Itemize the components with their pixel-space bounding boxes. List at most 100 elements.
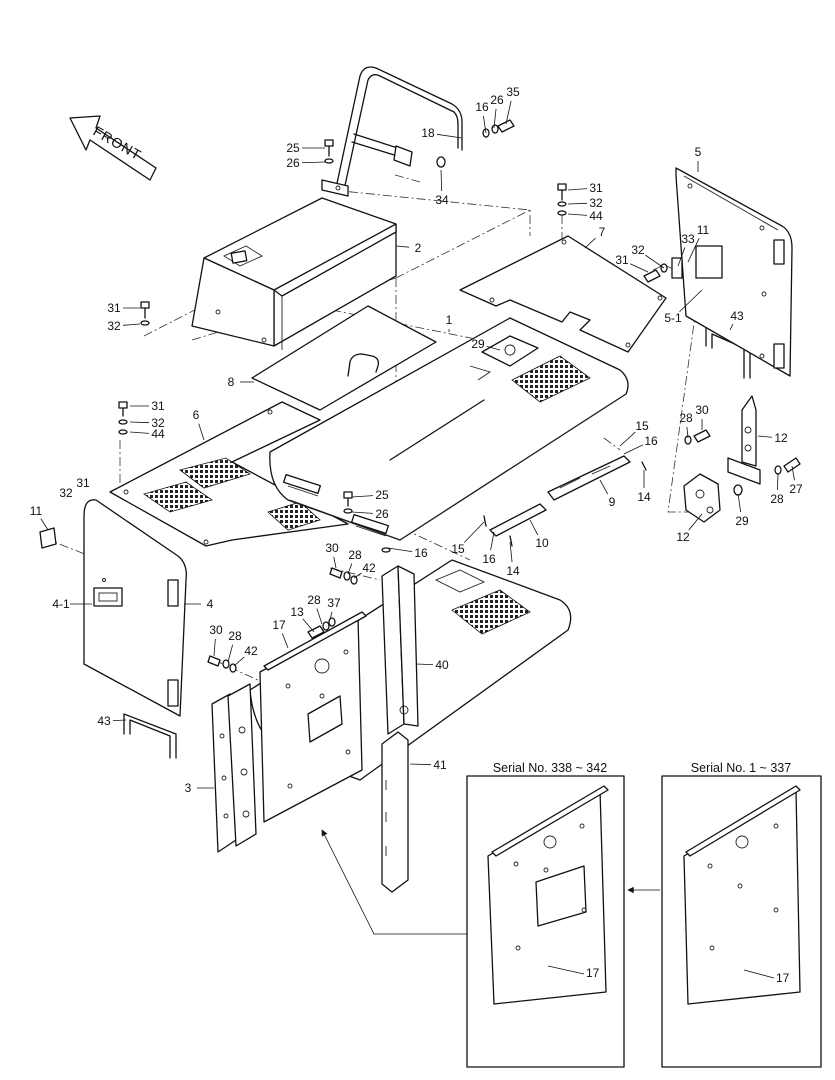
callout-leader-13 [687, 237, 700, 263]
callout-leader-51 [353, 572, 362, 579]
callout-label-60: 42 [244, 644, 258, 658]
callout-label-13: 11 [697, 223, 710, 237]
latch-part-12-upper [727, 395, 761, 485]
callout-leader-40 [791, 465, 795, 481]
callout-label-7: 2 [415, 241, 422, 255]
callout-leader-30 [619, 431, 636, 447]
callout-label-33: 31 [76, 476, 90, 490]
hinge-rail-part-9 [547, 455, 631, 501]
bolt-14-right [641, 461, 647, 471]
callout-label-35: 11 [30, 504, 43, 518]
callout-label-26: 32 [151, 416, 165, 430]
callout-leader-2 [482, 115, 487, 134]
callout-leader-10 [567, 213, 588, 216]
callout-label-42: 29 [735, 514, 749, 528]
nut-34 [436, 156, 446, 168]
callout-leader-11 [584, 237, 596, 249]
door-frame-part-40 [381, 565, 419, 735]
front-arrow: FRONT [69, 115, 157, 181]
callout-label-54: 13 [290, 605, 304, 619]
callout-leader-60 [233, 656, 245, 667]
hood-hinges [282, 473, 390, 537]
callout-label-28: 28 [679, 411, 693, 425]
callout-leader-15 [645, 254, 665, 269]
bolt-31-32-left [140, 301, 150, 326]
callout-leader-31 [623, 444, 644, 455]
callout-label-27: 44 [151, 427, 165, 441]
bolt-35-16-26 [482, 119, 515, 138]
callout-label-30: 15 [635, 419, 649, 433]
callout-label-2: 16 [475, 100, 489, 114]
callout-label-15: 32 [631, 243, 645, 257]
callout-label-17: 5-1 [664, 311, 682, 325]
callout-label-51: 42 [362, 561, 376, 575]
callout-leader-45 [463, 521, 485, 543]
bolt-30-28-42-lower [207, 655, 237, 673]
side-door-part-5 [675, 167, 793, 377]
callout-leader-0 [505, 100, 512, 125]
fasteners [118, 119, 801, 673]
handle-part-43-left [123, 713, 177, 759]
bolt-13-28-37 [307, 617, 336, 639]
callout-leader-38 [599, 479, 609, 495]
callout-leader-14 [677, 247, 686, 267]
latch-part-12-lower [683, 473, 721, 523]
callout-label-53: 4 [207, 597, 214, 611]
callout-label-3: 18 [421, 126, 435, 140]
nut-29 [733, 484, 743, 496]
hinge-rail-part-10 [489, 503, 547, 537]
callout-leader-36 [351, 495, 374, 498]
callout-leader-61 [415, 663, 434, 666]
callout-leader-9 [567, 202, 588, 205]
callout-label-11: 7 [599, 225, 606, 239]
callout-leader-20 [122, 323, 141, 326]
callout-label-14: 33 [681, 232, 695, 246]
inset-part-label-right: 17 [776, 971, 790, 985]
callout-leader-58 [213, 638, 216, 657]
inset-box-serial-1-337: Serial No. 1 ~ 337 17 [661, 761, 822, 1068]
callout-label-0: 35 [506, 85, 520, 99]
side-door-part-4 [83, 499, 187, 717]
callout-label-48: 14 [506, 564, 520, 578]
callout-label-34: 32 [59, 486, 73, 500]
callout-label-22: 29 [471, 337, 485, 351]
callout-label-41: 28 [770, 492, 784, 506]
callout-label-9: 32 [589, 196, 603, 210]
callout-leader-54 [302, 618, 315, 633]
callout-label-56: 37 [327, 596, 341, 610]
callout-leader-46 [529, 519, 539, 536]
callout-leader-25 [198, 423, 205, 441]
callout-leader-16 [630, 263, 649, 273]
inset-caption-left: Serial No. 338 ~ 342 [493, 761, 607, 775]
callout-label-1: 26 [490, 93, 504, 107]
callout-label-59: 28 [228, 629, 242, 643]
callout-leader-7 [395, 245, 410, 248]
hinge-post-part-3 [211, 683, 257, 853]
callout-leader-17 [679, 289, 703, 313]
cover-plate-part-8 [251, 305, 437, 411]
inset-caption-right: Serial No. 1 ~ 337 [691, 761, 791, 775]
callout-leader-22 [486, 345, 501, 351]
latch-part-11-left [39, 527, 57, 549]
inset-part-label-left: 17 [586, 966, 600, 980]
callout-label-52: 4-1 [52, 597, 70, 611]
callout-leader-8 [567, 188, 588, 191]
reference-arrows [321, 829, 660, 935]
callout-leader-32 [757, 435, 773, 438]
bolt-30-28-42-upper [329, 567, 358, 585]
callout-label-18: 43 [730, 309, 744, 323]
callout-leader-5 [301, 161, 326, 164]
washer-16-mid [381, 547, 391, 553]
strip-part-41 [381, 731, 409, 893]
callout-label-64: 3 [185, 781, 192, 795]
callout-label-50: 28 [348, 548, 362, 562]
callout-label-43: 12 [676, 530, 690, 544]
callout-leader-48 [509, 541, 513, 563]
callout-leader-43 [688, 513, 703, 531]
callout-leader-18 [729, 323, 734, 331]
callout-label-63: 41 [433, 758, 447, 772]
callout-leader-63 [409, 763, 432, 766]
callout-leader-1 [493, 108, 497, 129]
